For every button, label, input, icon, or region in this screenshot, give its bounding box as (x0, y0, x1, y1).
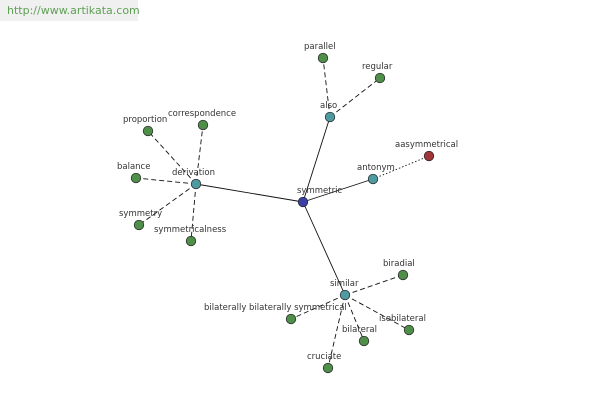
edge-similar-biradial (344, 274, 404, 296)
node-balance[interactable]: balance (117, 162, 150, 184)
node-dot-cruciate[interactable] (322, 362, 334, 374)
node-label-isobilateral: isobilateral (379, 314, 426, 324)
watermark-url[interactable]: http://www.artikata.com (7, 4, 140, 17)
edge-also-regular (329, 77, 381, 118)
edge-also-parallel (322, 57, 331, 118)
node-symmetric[interactable]: symmetric (297, 186, 342, 208)
edge-symmetric-similar (302, 201, 346, 296)
edge-symmetric-also (302, 116, 331, 203)
node-label-similar: similar (330, 279, 359, 289)
edge-similar-cruciate (327, 294, 346, 369)
edge-symmetric-antonym (302, 178, 374, 203)
node-dot-balance[interactable] (130, 172, 142, 184)
node-label-cruciate: cruciate (307, 352, 341, 362)
node-proportion[interactable]: proportion (123, 115, 167, 137)
edges-layer (135, 57, 430, 369)
node-label-symmetry: symmetry (119, 209, 162, 219)
node-label-also: also (320, 101, 337, 111)
edge-derivation-balance (135, 177, 197, 185)
node-asymmetrical[interactable]: aasymmetrical (395, 140, 458, 162)
watermark-banner: http://www.artikata.com (0, 0, 140, 21)
node-dot-proportion[interactable] (142, 125, 154, 137)
nodes-layer: symmetric also antonym derivation similar par… (117, 42, 458, 374)
node-symmetricalness[interactable]: symmetricalness (154, 225, 227, 247)
edge-derivation-symmetry (138, 183, 197, 226)
node-dot-correspondence[interactable] (197, 119, 209, 131)
node-regular[interactable]: regular (362, 62, 393, 84)
node-label-proportion: proportion (123, 115, 167, 125)
node-label-bilaterally_symmetrical: bilaterally bilaterally symmetrical (204, 303, 347, 313)
node-dot-isobilateral[interactable] (403, 324, 415, 336)
node-dot-symmetry[interactable] (133, 219, 145, 231)
node-cruciate[interactable]: cruciate (307, 352, 341, 374)
edge-derivation-symmetricalness (190, 183, 197, 242)
node-label-asymmetrical: aasymmetrical (395, 140, 458, 150)
node-bilaterally_symmetrical[interactable]: bilaterally bilaterally symmetrical (204, 303, 347, 325)
node-isobilateral[interactable]: isobilateral (379, 314, 426, 336)
node-label-symmetricalness: symmetricalness (154, 225, 227, 235)
node-dot-antonym[interactable] (367, 173, 379, 185)
node-label-derivation: derivation (172, 168, 215, 178)
node-dot-symmetricalness[interactable] (185, 235, 197, 247)
node-label-antonym: antonym (357, 163, 395, 173)
edge-derivation-correspondence (195, 124, 204, 185)
node-dot-derivation[interactable] (190, 178, 202, 190)
node-label-bilateral: bilateral (342, 325, 377, 335)
node-parallel[interactable]: parallel (304, 42, 336, 64)
node-label-parallel: parallel (304, 42, 336, 52)
edge-symmetric-derivation (195, 183, 304, 203)
node-label-correspondence: correspondence (168, 109, 236, 119)
node-biradial[interactable]: biradial (383, 259, 415, 281)
node-label-biradial: biradial (383, 259, 415, 269)
edge-similar-bilateral (344, 294, 365, 342)
node-dot-also[interactable] (324, 111, 336, 123)
node-symmetry[interactable]: symmetry (119, 209, 162, 231)
node-bilateral[interactable]: bilateral (342, 325, 377, 347)
node-dot-asymmetrical[interactable] (423, 150, 435, 162)
node-correspondence[interactable]: correspondence (168, 109, 236, 131)
node-dot-biradial[interactable] (397, 269, 409, 281)
node-dot-regular[interactable] (374, 72, 386, 84)
node-antonym[interactable]: antonym (357, 163, 395, 185)
edge-similar-bilaterally_symmetrical (290, 294, 346, 320)
node-dot-parallel[interactable] (317, 52, 329, 64)
node-dot-bilateral[interactable] (358, 335, 370, 347)
edge-similar-isobilateral (344, 294, 410, 331)
node-dot-similar[interactable] (339, 289, 351, 301)
edge-derivation-proportion (147, 130, 197, 185)
node-label-symmetric: symmetric (297, 186, 342, 196)
node-dot-bilaterally_symmetrical[interactable] (285, 313, 297, 325)
node-dot-symmetric[interactable] (297, 196, 309, 208)
node-derivation[interactable]: derivation (172, 168, 215, 190)
node-label-balance: balance (117, 162, 150, 172)
node-similar[interactable]: similar (330, 279, 359, 301)
node-also[interactable]: also (320, 101, 337, 123)
edge-antonym-asymmetrical (372, 155, 430, 180)
node-label-regular: regular (362, 62, 393, 72)
